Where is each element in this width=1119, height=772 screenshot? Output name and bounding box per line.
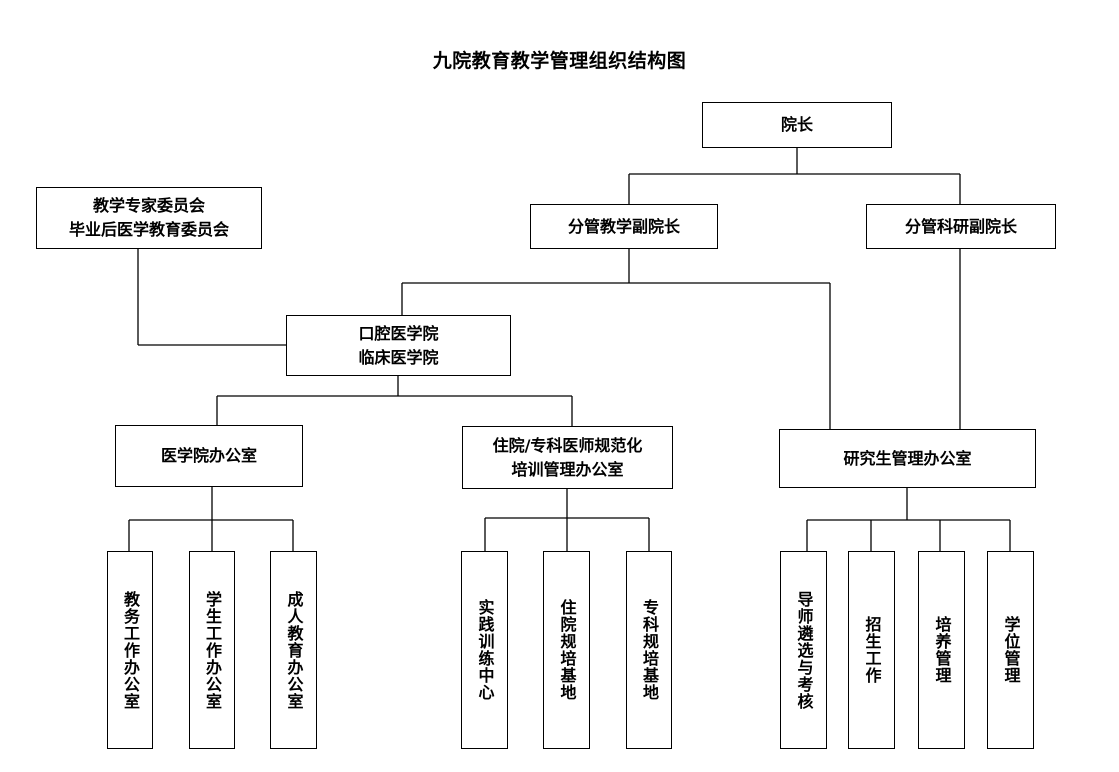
unit-admissions-label: 招生工作 (862, 616, 882, 684)
unit-residency-base-label: 住院规培基地 (557, 599, 577, 701)
residency-office-label-1: 住院/专科医师规范化 (492, 435, 643, 455)
unit-admissions: 招生工作 (848, 551, 895, 749)
unit-training-management: 培养管理 (918, 551, 965, 749)
graduate-office-box: 研究生管理办公室 (779, 429, 1036, 488)
unit-specialty-base: 专科规培基地 (626, 551, 672, 749)
unit-specialty-base-label: 专科规培基地 (640, 599, 659, 701)
committee-label-1: 教学专家委员会 (92, 196, 205, 215)
unit-supervisor-selection-label: 导师遴选与考核 (794, 590, 814, 710)
medical-office-label: 医学院办公室 (160, 446, 257, 465)
unit-practice-center: 实践训练中心 (461, 551, 508, 749)
vp-research-box: 分管科研副院长 (866, 204, 1056, 249)
unit-training-management-label: 培养管理 (932, 616, 952, 684)
unit-student-affairs: 学生工作办公室 (189, 551, 235, 749)
unit-supervisor-selection: 导师遴选与考核 (780, 551, 827, 749)
residency-office-box: 住院/专科医师规范化 培训管理办公室 (462, 426, 673, 489)
school-label-stomatology: 口腔医学院 (358, 323, 439, 343)
graduate-office-label: 研究生管理办公室 (843, 448, 972, 468)
unit-practice-center-label: 实践训练中心 (475, 599, 495, 701)
unit-adult-education-label: 成人教育办公室 (284, 590, 304, 710)
unit-degree-management: 学位管理 (987, 551, 1034, 749)
unit-degree-management-label: 学位管理 (1001, 616, 1021, 684)
unit-residency-base: 住院规培基地 (543, 551, 590, 749)
schools-box: 口腔医学院 临床医学院 (286, 315, 511, 376)
unit-adult-education: 成人教育办公室 (270, 551, 317, 749)
committee-box: 教学专家委员会 毕业后医学教育委员会 (36, 187, 262, 249)
unit-academic-affairs-label: 教务工作办公室 (121, 590, 140, 710)
unit-student-affairs-label: 学生工作办公室 (203, 590, 222, 710)
president-label: 院长 (780, 115, 813, 134)
diagram-title: 九院教育教学管理组织结构图 (432, 50, 687, 72)
vp-teaching-label: 分管教学副院长 (567, 216, 680, 236)
school-label-clinical: 临床医学院 (358, 347, 439, 367)
unit-academic-affairs: 教务工作办公室 (107, 551, 153, 749)
medical-office-box: 医学院办公室 (115, 425, 303, 487)
committee-label-2: 毕业后医学教育委员会 (68, 220, 229, 239)
president-box: 院长 (702, 102, 892, 148)
vp-teaching-box: 分管教学副院长 (530, 204, 718, 249)
residency-office-label-2: 培训管理办公室 (511, 459, 624, 479)
vp-research-label: 分管科研副院长 (904, 216, 1017, 236)
